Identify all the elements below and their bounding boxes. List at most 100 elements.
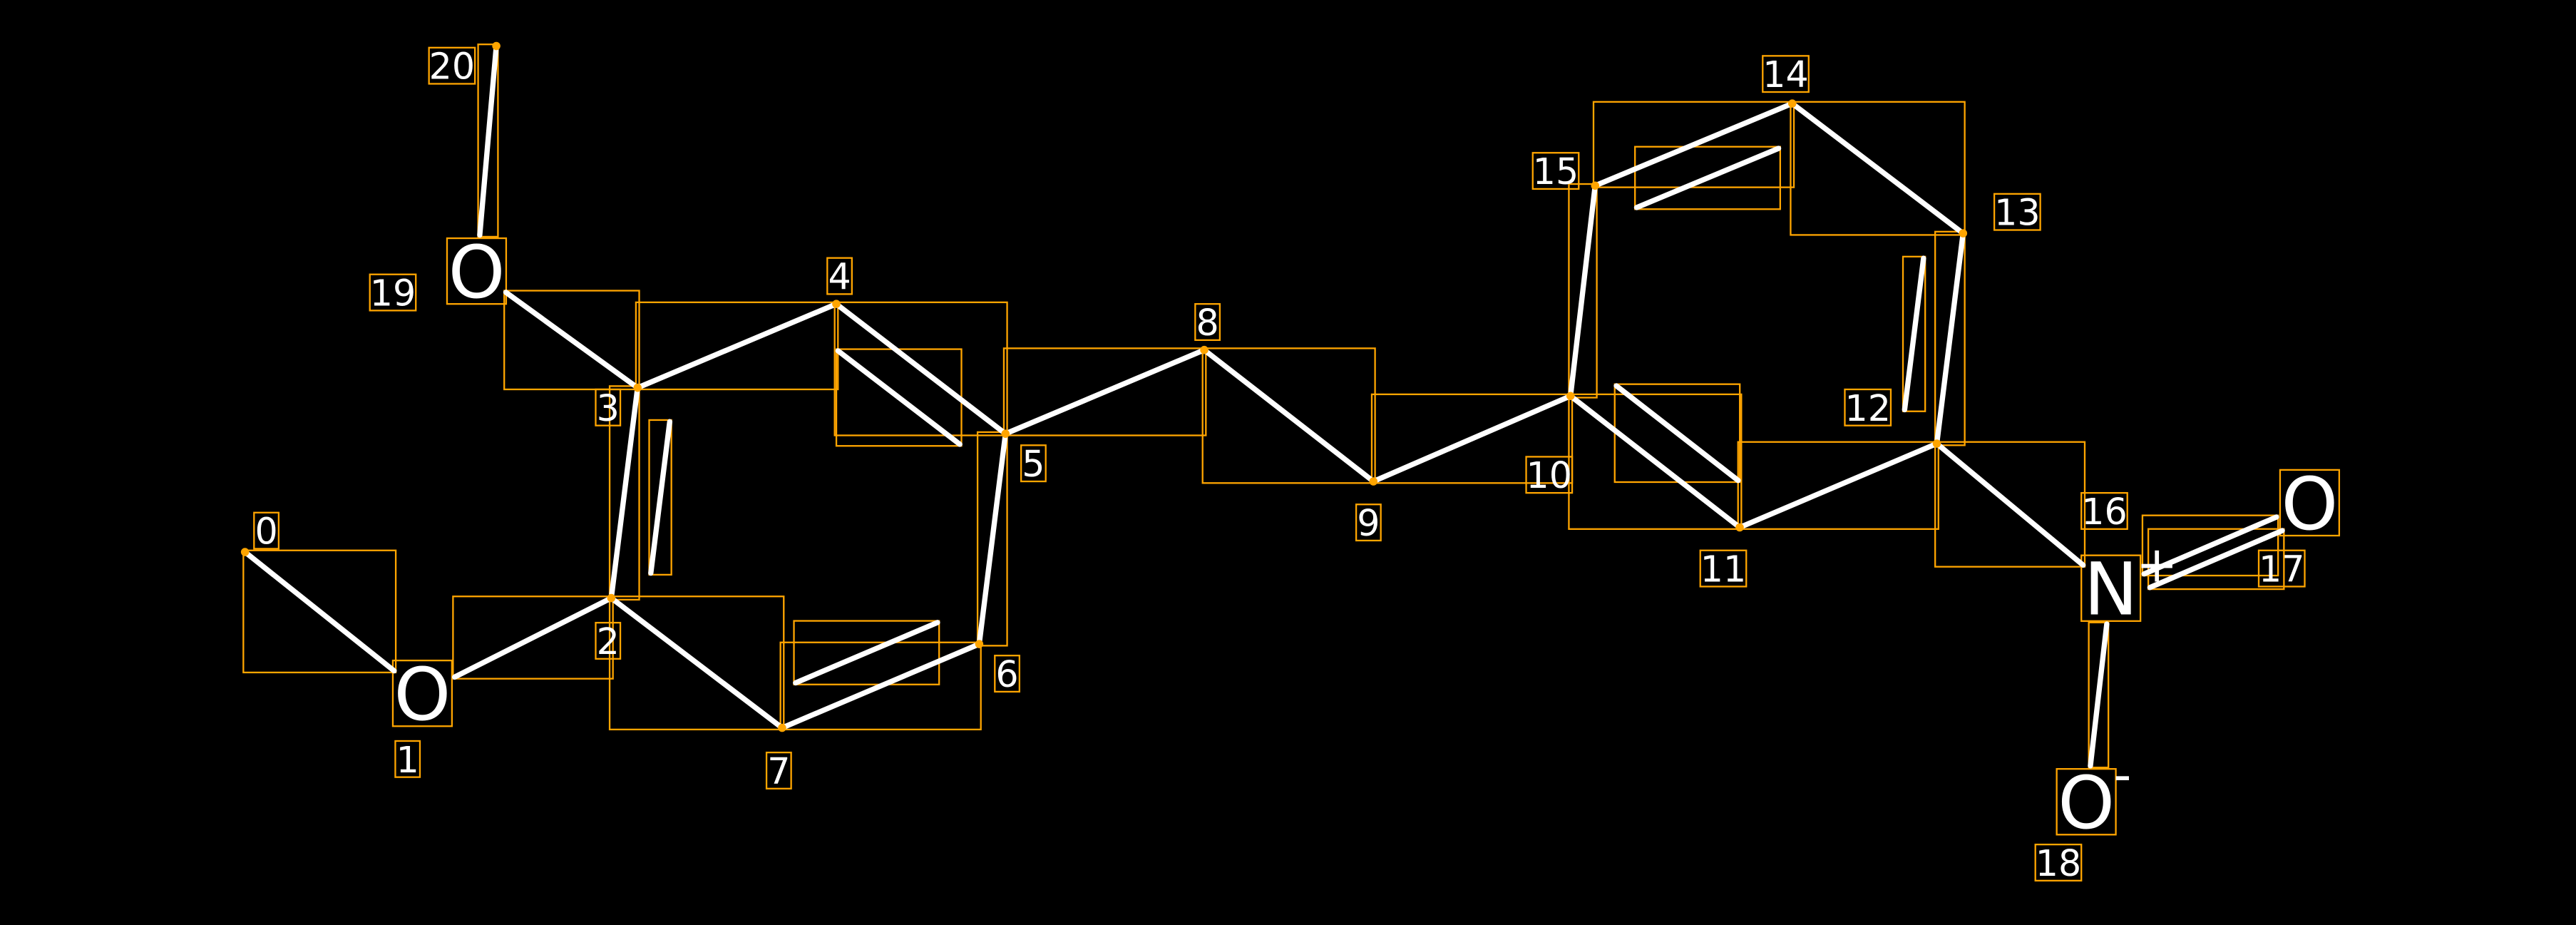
- atom-index-19: 19: [370, 272, 416, 314]
- bond-box-14-15: [1592, 101, 1795, 188]
- atom-point-7: [778, 723, 786, 732]
- bond-box-5-8: [1002, 347, 1207, 436]
- atom-index-20: 20: [429, 46, 475, 88]
- atom-index-8: 8: [1196, 302, 1218, 344]
- atom-point-9: [1369, 477, 1378, 486]
- atom-box-17: [2279, 469, 2341, 537]
- bond-box-2-3: [608, 385, 640, 601]
- bond-10-11-second-line: [1613, 383, 1741, 484]
- bond-19-20: [477, 43, 499, 238]
- atom-index-box-1: [394, 740, 421, 778]
- atom-index-box-12: [1844, 388, 1892, 426]
- bond-box-3-19: [503, 290, 640, 391]
- atom-index-box-18: [2034, 843, 2083, 881]
- atom-box-19: [446, 237, 508, 305]
- bond-12-16: [1934, 441, 2086, 568]
- bond-box-19-20: [477, 44, 499, 238]
- atom-index-box-13: [1993, 193, 2041, 231]
- bond-3-4: [635, 301, 839, 391]
- bond-box-12-13-second: [1902, 255, 1926, 412]
- bond-box-10-11: [1568, 393, 1743, 530]
- atom-symbol-19: O: [448, 230, 506, 315]
- bond-7-2: [608, 595, 785, 731]
- bond-box-16-17: [2141, 514, 2279, 577]
- bond-box-15-10: [1568, 183, 1598, 399]
- atom-index-box-20: [428, 46, 476, 85]
- atom-box-18: [2056, 767, 2117, 836]
- bond-16-17-second-line: [2147, 528, 2285, 591]
- atom-index-0: 0: [255, 511, 277, 553]
- bond-0-1: [242, 549, 397, 674]
- atom-index-14: 14: [1762, 53, 1808, 96]
- bond-6-7: [779, 641, 982, 731]
- bond-12-13: [1934, 230, 1966, 446]
- atom-point-11: [1735, 523, 1744, 532]
- bond-16-17: [2141, 514, 2279, 577]
- bond-11-12: [1737, 441, 1940, 531]
- bond-box-7-2: [608, 596, 785, 731]
- atom-index-16: 16: [2081, 491, 2127, 533]
- atom-point-20: [492, 41, 501, 51]
- atom-point-13: [1959, 229, 1968, 237]
- bond-14-15-second-line: [1633, 145, 1782, 210]
- atom-index-3: 3: [597, 387, 620, 429]
- bond-box-13-14: [1790, 101, 1966, 236]
- bond-box-4-5: [833, 301, 1008, 436]
- bond-9-10: [1370, 393, 1574, 484]
- atom-point-15: [1591, 181, 1600, 190]
- bond-box-16-18: [2088, 621, 2110, 769]
- atom-index-15: 15: [1533, 150, 1579, 193]
- bond-15-10: [1568, 183, 1598, 399]
- bond-box-16-17-second: [2147, 528, 2285, 591]
- charge-16: +: [2136, 537, 2177, 594]
- bond-4-5: [833, 301, 1008, 436]
- bond-6-7-second-line: [793, 620, 940, 686]
- atom-index-10: 10: [1526, 454, 1572, 496]
- atom-index-9: 9: [1357, 502, 1380, 544]
- bond-5-8: [1002, 347, 1207, 436]
- atom-symbol-16: N: [2084, 548, 2138, 632]
- bond-10-11: [1568, 393, 1743, 531]
- atom-box-1: [391, 659, 453, 727]
- atom-index-box-16: [2080, 491, 2128, 530]
- atom-index-2: 2: [597, 620, 620, 663]
- atom-index-18: 18: [2036, 842, 2081, 884]
- bond-box-0-1: [242, 549, 397, 674]
- bond-1-2: [452, 595, 615, 680]
- atom-symbol-1: O: [394, 653, 451, 737]
- bond-12-13-second-line: [1902, 255, 1926, 413]
- atom-index-1: 1: [396, 739, 419, 781]
- bond-2-3: [608, 384, 640, 601]
- atom-index-4: 4: [828, 255, 851, 297]
- bond-box-5-6: [976, 431, 1008, 647]
- atom-index-box-6: [994, 655, 1020, 693]
- atom-point-4: [832, 300, 841, 308]
- atom-point-8: [1200, 345, 1209, 354]
- atom-index-box-9: [1355, 504, 1382, 542]
- bond-box-2-3-second: [648, 419, 672, 576]
- atom-point-12: [1932, 439, 1941, 448]
- atom-point-2: [607, 593, 616, 603]
- charge-18: -: [2113, 747, 2131, 804]
- bond-14-15: [1592, 101, 1795, 189]
- bond-box-11-12: [1737, 441, 1939, 530]
- bond-box-9-10: [1370, 393, 1574, 484]
- atom-index-11: 11: [1700, 548, 1746, 591]
- bond-box-1-2: [452, 596, 614, 680]
- bond-13-14: [1790, 101, 1966, 236]
- atom-index-13: 13: [1994, 192, 2040, 234]
- atom-index-box-8: [1194, 303, 1221, 342]
- atom-point-10: [1566, 392, 1575, 400]
- atom-index-17: 17: [2259, 548, 2304, 591]
- atom-index-box-2: [595, 621, 622, 660]
- bond-box-6-7-second: [793, 620, 940, 685]
- atom-index-box-17: [2257, 549, 2306, 588]
- atom-index-box-3: [595, 388, 622, 426]
- atom-point-6: [975, 640, 984, 648]
- bond-4-5-second-line: [835, 348, 963, 447]
- atom-index-box-14: [1762, 55, 1810, 93]
- atom-index-12: 12: [1844, 387, 1890, 429]
- atom-index-box-19: [369, 273, 417, 312]
- bond-16-18: [2088, 621, 2110, 769]
